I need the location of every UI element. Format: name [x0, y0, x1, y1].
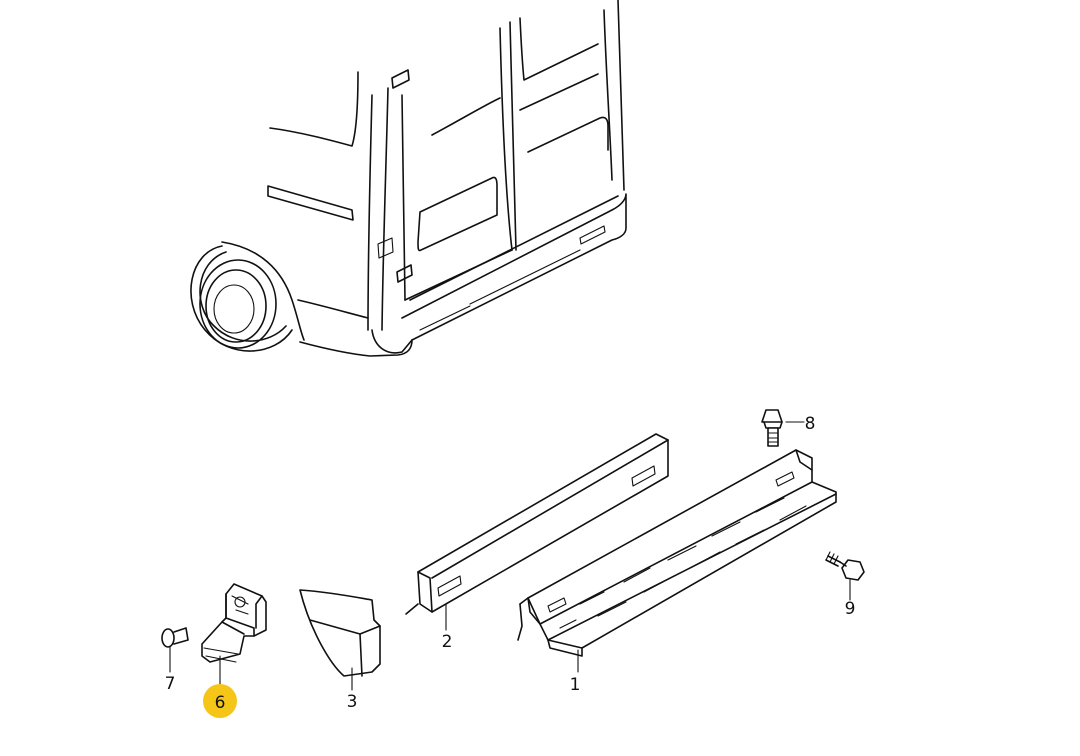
callout-7[interactable]: 7 — [165, 674, 176, 694]
van-illustration — [190, 0, 627, 357]
callout-2[interactable]: 2 — [442, 632, 453, 652]
callout-6[interactable]: 6 — [215, 693, 226, 713]
leader-lines — [169, 421, 851, 691]
callout-6-highlight — [203, 684, 237, 718]
part-9-bolt — [825, 551, 865, 581]
part-1-running-board — [517, 449, 837, 657]
callout-9[interactable]: 9 — [845, 599, 856, 619]
callout-8[interactable]: 8 — [805, 414, 816, 434]
part-2-sill-trim — [405, 433, 669, 615]
part-7-clip — [161, 627, 189, 648]
rear-wheel — [190, 241, 305, 352]
callouts: 1 2 3 6 7 8 9 — [165, 414, 856, 718]
step-slots — [547, 471, 807, 629]
callout-1[interactable]: 1 — [570, 675, 581, 695]
callout-3[interactable]: 3 — [347, 692, 358, 712]
part-8-push-rivet — [761, 409, 783, 447]
part-6-bracket — [201, 583, 267, 663]
part-3-corner-cap — [299, 589, 381, 677]
